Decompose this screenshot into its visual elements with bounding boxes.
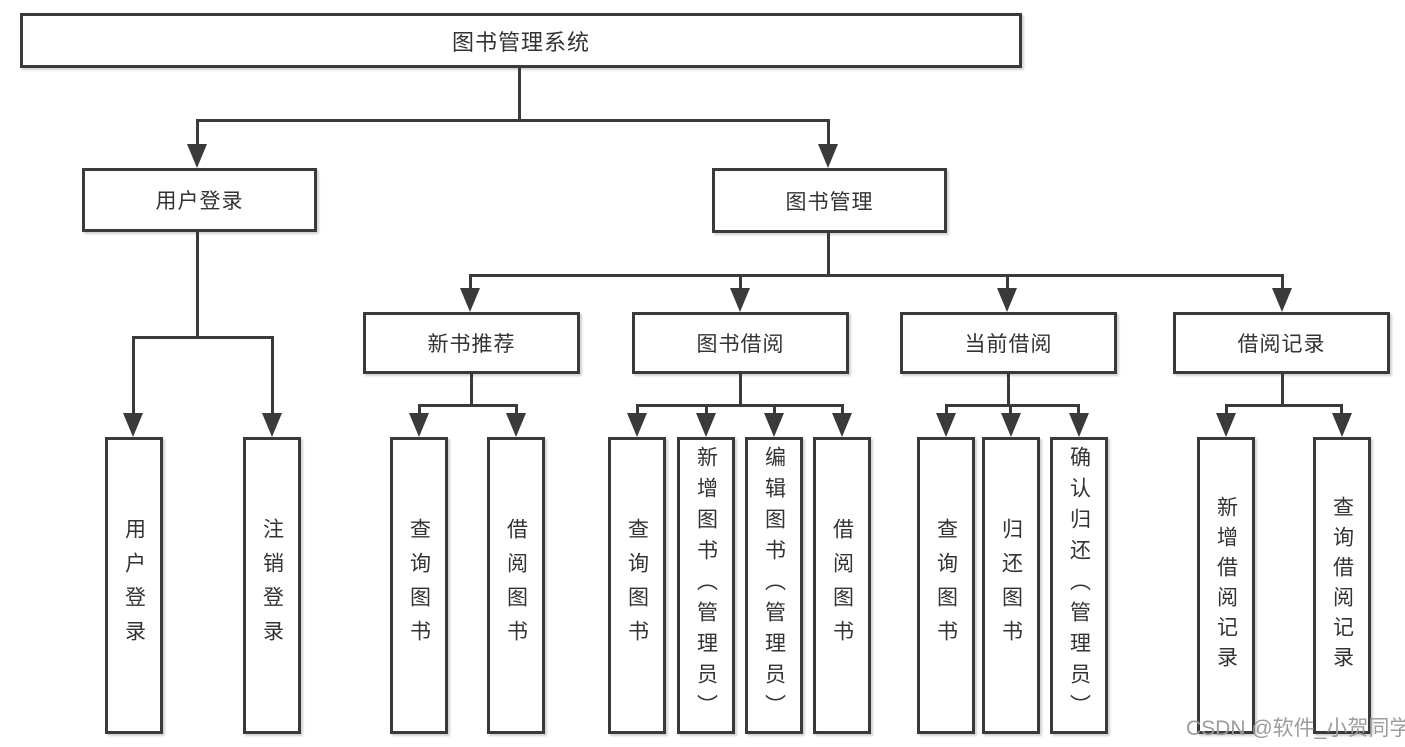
connector-stem-book-management bbox=[827, 119, 830, 149]
connector-new-book-stub bbox=[470, 374, 473, 406]
arrowhead-leaf-logout bbox=[262, 413, 282, 437]
connector-stem-current-borrowing bbox=[1006, 274, 1009, 294]
arrowhead-new-book bbox=[460, 288, 480, 312]
node-book-borrowing-label: 图书借阅 bbox=[696, 333, 785, 356]
arrowhead-edit-books bbox=[764, 413, 784, 437]
connector-book-management-stub bbox=[827, 233, 830, 276]
connector-stem-confirm-return bbox=[1077, 404, 1080, 418]
connector-new-book-rail bbox=[418, 404, 518, 407]
leaf-borrow-books-recommend-label: 借阅图书 bbox=[504, 517, 528, 654]
connector-stem-query-recommend bbox=[418, 404, 421, 418]
leaf-borrow-books-borrowing: 借阅图书 bbox=[813, 437, 871, 734]
connector-stem-user-login bbox=[196, 119, 199, 149]
connector-stem-leaf-logout bbox=[271, 336, 274, 414]
connector-stem-add-books bbox=[705, 404, 708, 418]
leaf-user-login-label: 用户登录 bbox=[122, 517, 146, 654]
connector-borrowing-records-stub bbox=[1281, 374, 1284, 406]
node-user-login: 用户登录 bbox=[82, 168, 317, 232]
connector-borrowing-records-rail bbox=[1225, 404, 1343, 407]
arrowhead-query-recommend bbox=[409, 413, 429, 437]
leaf-add-books-admin-label: 新增图书（管理员） bbox=[694, 446, 718, 725]
leaf-confirm-return-admin: 确认归还（管理员） bbox=[1050, 437, 1108, 734]
node-current-borrowing-label: 当前借阅 bbox=[964, 333, 1053, 356]
connector-level1-rail bbox=[196, 119, 830, 122]
arrowhead-borrow-borrowing bbox=[832, 413, 852, 437]
arrowhead-current-borrowing bbox=[997, 288, 1017, 312]
node-borrowing-records-label: 借阅记录 bbox=[1237, 333, 1326, 356]
arrowhead-leaf-user-login bbox=[123, 413, 143, 437]
node-user-login-label: 用户登录 bbox=[155, 190, 244, 213]
leaf-borrow-books-borrowing-label: 借阅图书 bbox=[830, 517, 854, 654]
connector-user-login-stub bbox=[196, 232, 199, 339]
arrowhead-borrow-recommend bbox=[506, 413, 526, 437]
arrowhead-query-record bbox=[1332, 413, 1352, 437]
connector-stem-book-borrowing bbox=[739, 274, 742, 294]
leaf-query-borrow-record: 查询借阅记录 bbox=[1313, 437, 1371, 734]
arrowhead-add-record bbox=[1216, 413, 1236, 437]
leaf-query-borrow-record-label: 查询借阅记录 bbox=[1330, 495, 1354, 676]
leaf-edit-books-admin: 编辑图书（管理员） bbox=[745, 437, 803, 734]
leaf-add-borrow-record-label: 新增借阅记录 bbox=[1214, 495, 1238, 676]
connector-stem-query-record bbox=[1340, 404, 1343, 418]
arrowhead-query-borrowing bbox=[627, 413, 647, 437]
connector-stem-return-books bbox=[1009, 404, 1012, 418]
leaf-logout-label: 注销登录 bbox=[260, 517, 284, 654]
connector-user-login-rail bbox=[132, 336, 274, 339]
arrowhead-return-books bbox=[1001, 413, 1021, 437]
connector-current-borrowing-stub bbox=[1007, 374, 1010, 406]
node-book-management: 图书管理 bbox=[712, 168, 947, 233]
node-new-book-recommendation: 新书推荐 bbox=[363, 312, 580, 374]
connector-book-borrowing-stub bbox=[739, 374, 742, 406]
leaf-query-books-current-label: 查询图书 bbox=[934, 517, 958, 654]
connector-stem-borrow-recommend bbox=[515, 404, 518, 418]
connector-stem-borrow-borrowing bbox=[841, 404, 844, 418]
node-book-management-label: 图书管理 bbox=[785, 190, 874, 214]
leaf-user-login: 用户登录 bbox=[105, 437, 163, 734]
leaf-add-books-admin: 新增图书（管理员） bbox=[677, 437, 735, 734]
connector-stem-add-record bbox=[1225, 404, 1228, 418]
arrowhead-add-books bbox=[696, 413, 716, 437]
connector-stem-leaf-user-login bbox=[132, 336, 135, 414]
arrowhead-borrowing-records bbox=[1272, 288, 1292, 312]
arrowhead-book-management bbox=[818, 144, 838, 168]
connector-stem-edit-books bbox=[773, 404, 776, 418]
leaf-query-books-borrowing-label: 查询图书 bbox=[625, 517, 649, 654]
node-borrowing-records: 借阅记录 bbox=[1173, 312, 1390, 374]
arrowhead-query-current bbox=[936, 413, 956, 437]
node-new-book-recommendation-label: 新书推荐 bbox=[427, 333, 516, 356]
arrowhead-book-borrowing bbox=[730, 288, 750, 312]
leaf-logout: 注销登录 bbox=[243, 437, 301, 734]
leaf-edit-books-admin-label: 编辑图书（管理员） bbox=[762, 446, 786, 725]
arrowhead-confirm-return bbox=[1069, 413, 1089, 437]
connector-book-borrowing-rail bbox=[636, 404, 844, 407]
leaf-query-books-current: 查询图书 bbox=[917, 437, 975, 734]
connector-stem-new-book bbox=[469, 274, 472, 294]
leaf-add-borrow-record: 新增借阅记录 bbox=[1197, 437, 1255, 734]
leaf-return-books-label: 归还图书 bbox=[999, 517, 1023, 654]
connector-level2-rail bbox=[469, 274, 1284, 277]
node-book-borrowing: 图书借阅 bbox=[632, 312, 849, 374]
connector-stem-query-borrowing bbox=[636, 404, 639, 418]
leaf-confirm-return-admin-label: 确认归还（管理员） bbox=[1067, 446, 1091, 725]
leaf-query-books-recommend-label: 查询图书 bbox=[407, 517, 431, 654]
arrowhead-user-login bbox=[187, 144, 207, 168]
connector-stem-borrowing-records bbox=[1281, 274, 1284, 294]
connector-root-stub bbox=[518, 68, 521, 120]
leaf-return-books: 归还图书 bbox=[982, 437, 1040, 734]
node-current-borrowing: 当前借阅 bbox=[900, 312, 1117, 374]
connector-current-borrowing-rail bbox=[945, 404, 1080, 407]
node-root: 图书管理系统 bbox=[20, 13, 1022, 68]
node-root-label: 图书管理系统 bbox=[451, 29, 590, 55]
leaf-query-books-recommend: 查询图书 bbox=[390, 437, 448, 734]
connector-stem-query-current bbox=[945, 404, 948, 418]
leaf-borrow-books-recommend: 借阅图书 bbox=[487, 437, 545, 734]
watermark: CSDN @软件_小贺同学 bbox=[1186, 717, 1405, 740]
leaf-query-books-borrowing: 查询图书 bbox=[608, 437, 666, 734]
